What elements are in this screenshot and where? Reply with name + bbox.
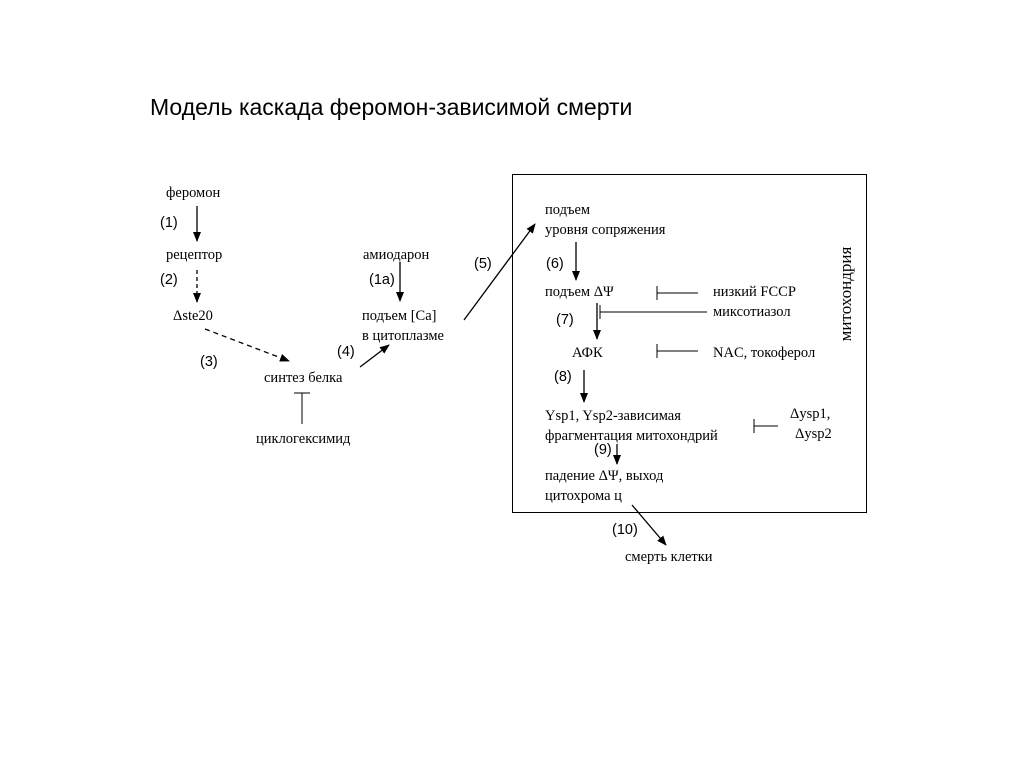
node-protein-synthesis: синтез белка [264, 370, 343, 386]
node-psi-drop-line1: падение ΔΨ, выход [545, 468, 664, 484]
node-receptor: рецептор [166, 247, 223, 263]
node-ysp-line1: Ysp1, Ysp2-зависимая [545, 408, 681, 424]
node-nac: NAC, токоферол [713, 345, 816, 361]
node-ca-rise-line1: подъем [Ca] [362, 308, 437, 324]
step-label-4: (4) [337, 344, 355, 360]
node-cell-death: смерть клетки [625, 549, 713, 565]
node-dysp-line2: Δysp2 [795, 426, 832, 442]
node-low-fccp: низкий FCCP [713, 284, 796, 300]
step-label-2: (2) [160, 272, 178, 288]
node-coupling-line2: уровня сопряжения [545, 222, 666, 238]
mitochondria-label: митохондрия [836, 246, 855, 342]
mitochondria-box [512, 174, 867, 513]
arrow-synthesis-ca [359, 344, 390, 368]
arrow-ca-coupling [463, 223, 536, 321]
step-label-9: (9) [594, 442, 612, 458]
step-label-1: (1) [160, 215, 178, 231]
node-pheromone: феромон [166, 185, 221, 201]
node-ysp-line2: фрагментация митохондрий [545, 428, 718, 444]
node-myxothiazol: миксотиазол [713, 304, 791, 320]
node-psi-drop-line2: цитохрома ц [545, 488, 622, 504]
step-label-3: (3) [200, 354, 218, 370]
step-label-1a: (1a) [369, 272, 395, 288]
node-ste20: Δste20 [173, 308, 213, 324]
step-label-7: (7) [556, 312, 574, 328]
node-coupling-line1: подъем [545, 202, 591, 218]
node-psi-rise: подъем ΔΨ [545, 284, 614, 300]
diagram-title: Модель каскада феромон-зависимой смерти [150, 94, 633, 120]
node-cycloheximide: циклогексимид [256, 431, 351, 447]
arrow-psidrop-death [631, 504, 667, 546]
node-amiodarone: амиодарон [363, 247, 430, 263]
arrow-ste20-synthesis [204, 328, 290, 362]
step-label-8: (8) [554, 369, 572, 385]
step-label-6: (6) [546, 256, 564, 272]
step-label-5: (5) [474, 256, 492, 272]
step-label-10: (10) [612, 522, 638, 538]
node-ca-rise-line2: в цитоплазме [362, 328, 444, 344]
node-ros: АФК [572, 345, 603, 361]
node-dysp-line1: Δysp1, [790, 406, 831, 422]
